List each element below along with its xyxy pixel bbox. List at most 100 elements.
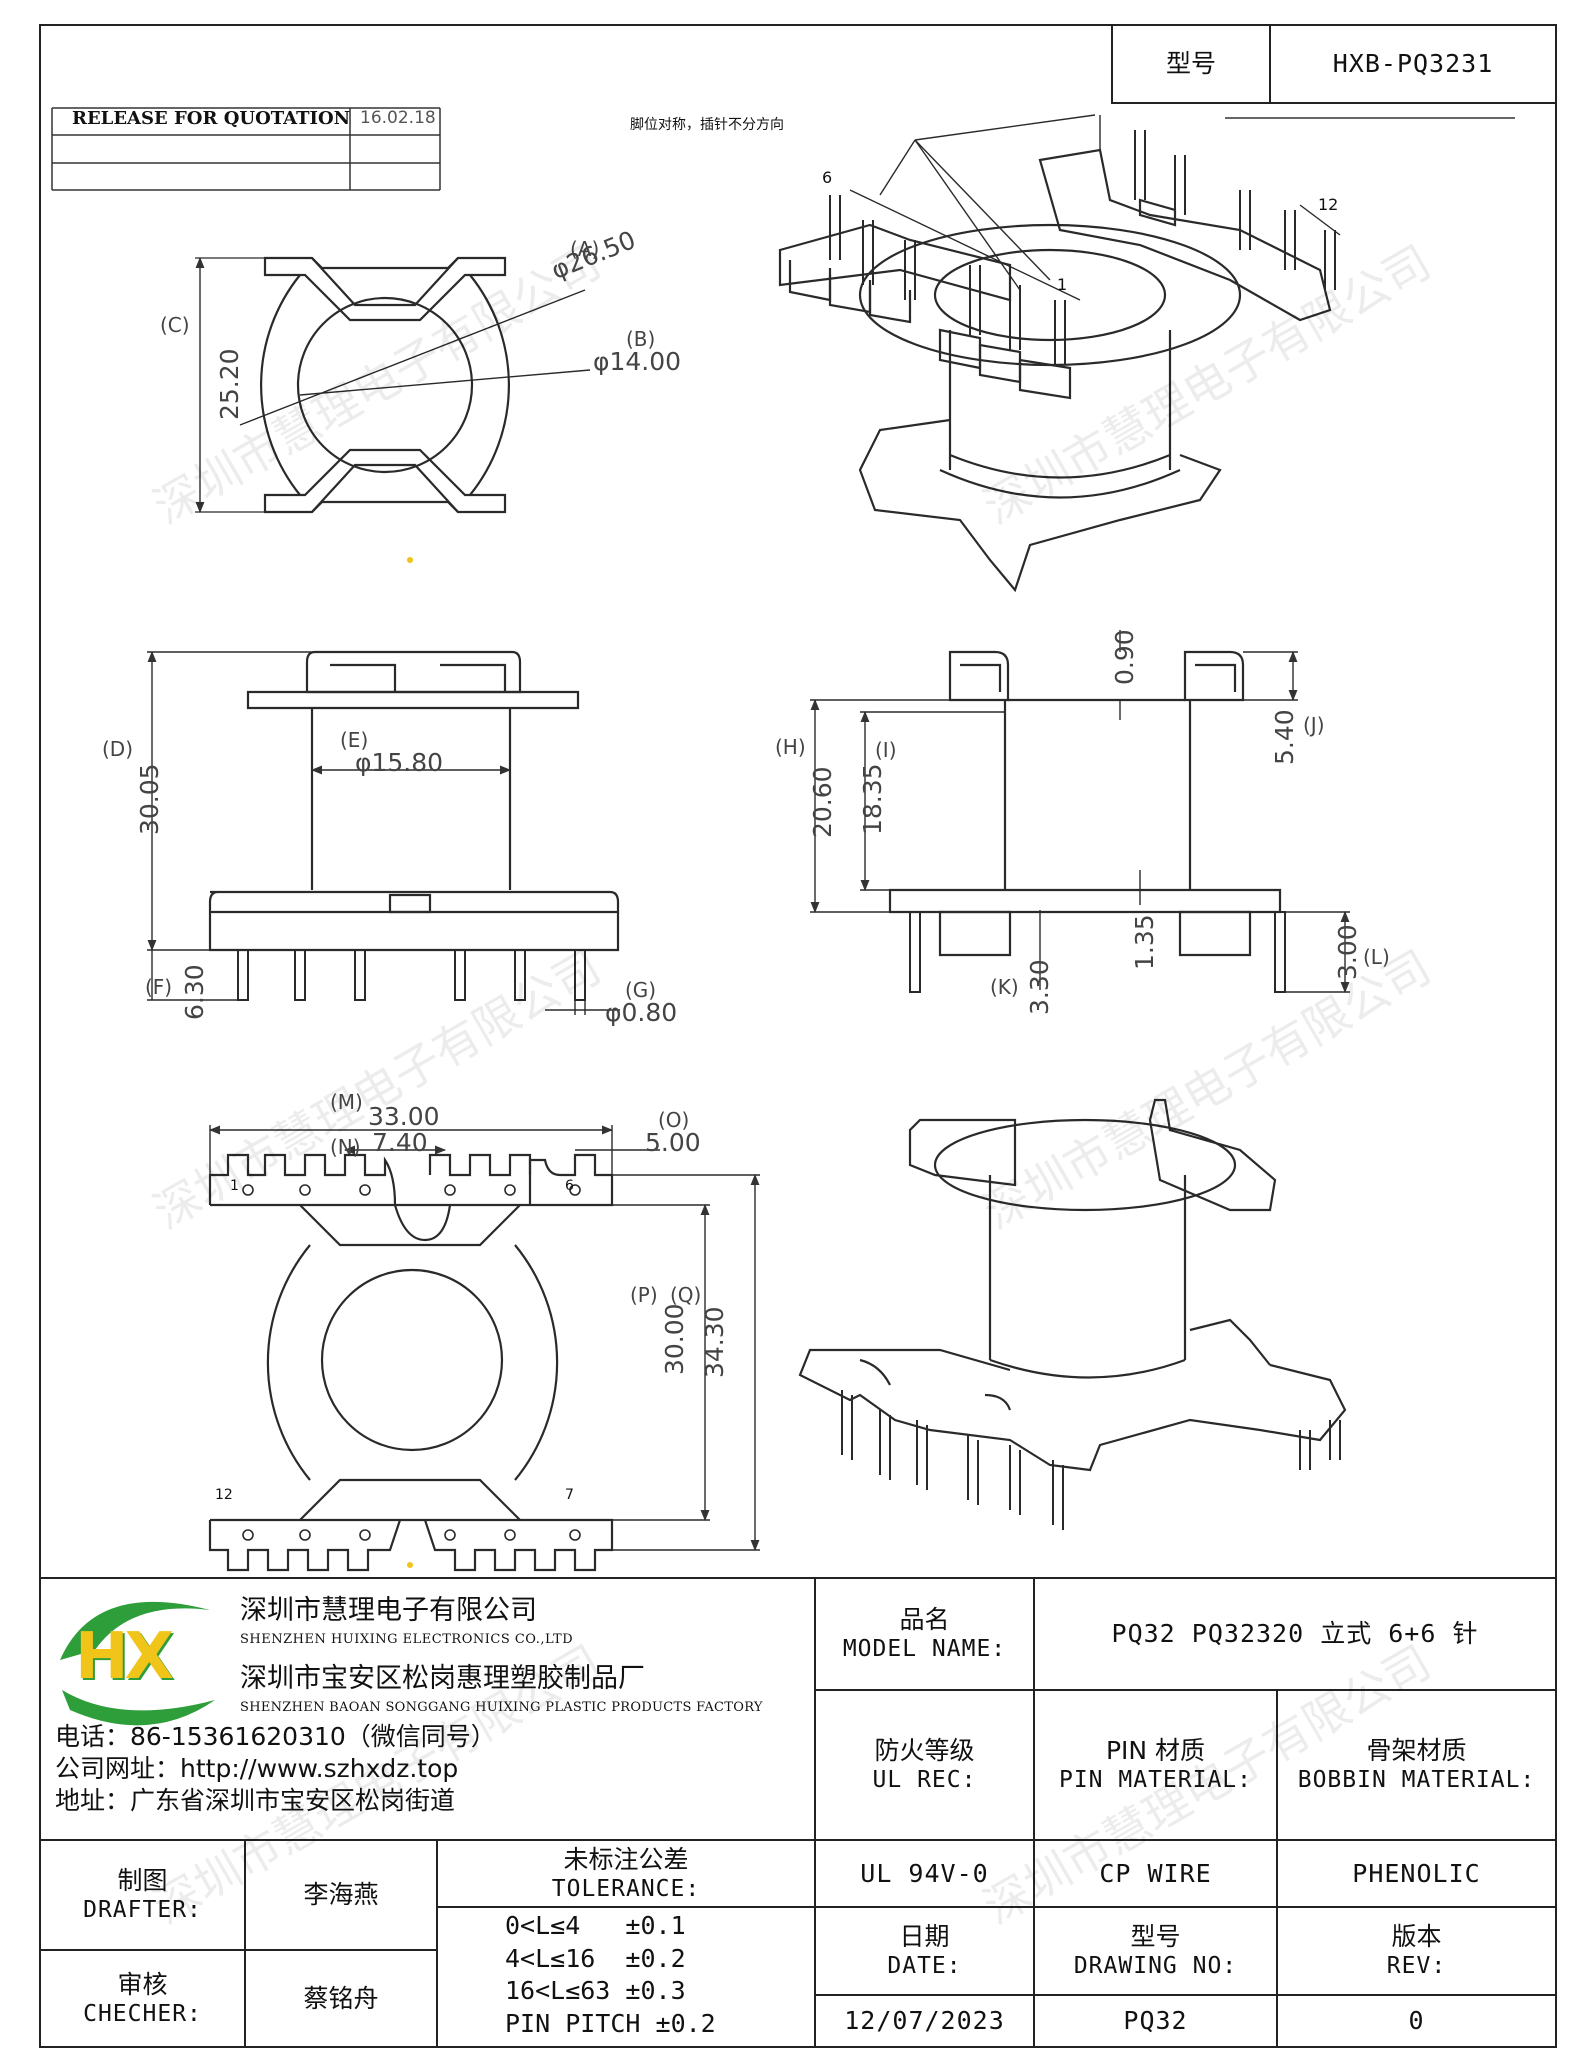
release-text: RELEASE FOR QUOTATION [72, 108, 351, 129]
model-box [1111, 24, 1557, 104]
dim-f-value: 6.30 [180, 964, 209, 1020]
tolerance-header: 未标注公差 TOLERANCE: [437, 1840, 815, 1907]
release-date: 16.02.18 [360, 108, 436, 128]
bottom-pin-12: 12 [215, 1487, 233, 1503]
dim-f-label: (F) [145, 975, 173, 999]
dim-p-value: 30.00 [660, 1303, 689, 1375]
checker-en: CHECHER: [83, 2000, 202, 2027]
isometric-view-bottom [798, 1098, 1347, 1530]
dim-k-value: 3.30 [1025, 959, 1054, 1015]
model-name-en: MODEL NAME: [842, 1636, 1007, 1663]
tolerance-row-2: 4<L≤16 ±0.2 [505, 1943, 686, 1973]
bottom-pin-7: 7 [565, 1487, 574, 1503]
tolerance-en: TOLERANCE: [551, 1875, 701, 1902]
model-name-value: PQ32 PQ32320 立式 6+6 针 [1111, 1619, 1479, 1649]
company-name-en: SHENZHEN HUIXING ELECTRONICS CO.,LTD [240, 1632, 574, 1647]
rev-en: REV: [1386, 1953, 1447, 1980]
pin-material-cn: PIN 材质 [1105, 1736, 1206, 1765]
dim-g-label: (G) [625, 978, 657, 1002]
front-view [147, 650, 620, 1015]
rev-cn: 版本 [1391, 1922, 1442, 1951]
release-table [51, 107, 441, 191]
drafter-header: 制图 DRAFTER: [40, 1840, 245, 1950]
company-phone: 电话：86-15361620310（微信同号） [55, 1722, 496, 1751]
ul-value: UL 94V-0 [860, 1858, 989, 1888]
dim-d-label: (D) [102, 737, 134, 761]
dim-d-value: 30.05 [135, 763, 164, 835]
dim-a-label: (A) [570, 237, 600, 261]
tolerance-row-3: 16<L≤63 ±0.3 [505, 1976, 686, 2005]
bobbin-material-cn: 骨架材质 [1366, 1736, 1467, 1765]
dim-q-value: 34.30 [700, 1306, 729, 1378]
dim-e-label: (E) [340, 728, 369, 752]
pin-material-value: CP WIRE [1099, 1858, 1212, 1888]
dim-p-label: (P) [630, 1283, 658, 1307]
dim-n-value: 7.40 [372, 1128, 428, 1157]
model-name-header: 品名 MODEL NAME: [815, 1578, 1034, 1690]
company-address: 地址：广东省深圳市宝安区松岗街道 [55, 1786, 456, 1815]
bottom-pin-1: 1 [230, 1178, 239, 1194]
isometric-view-top [778, 114, 1341, 593]
bobbin-material-header: 骨架材质 BOBBIN MATERIAL: [1277, 1690, 1556, 1840]
ul-rec-header: 防火等级 UL REC: [815, 1690, 1034, 1840]
checker-name: 蔡铭舟 [303, 1983, 379, 2013]
dim-j-label: (J) [1303, 713, 1325, 737]
tolerance-cn: 未标注公差 [563, 1844, 689, 1874]
pin-1-label: 1 [1057, 275, 1068, 294]
checker-cn: 审核 [117, 1969, 168, 1999]
drafter-name: 李海燕 [303, 1880, 379, 1910]
company-website[interactable]: 公司网址：http://www.szhxdz.top [55, 1754, 459, 1783]
drawing-no-cn: 型号 [1130, 1922, 1181, 1951]
tolerance-table: 0<L≤4 ±0.1 4<L≤16 ±0.2 16<L≤63 ±0.3 PIN … [505, 1910, 805, 2040]
date-en: DATE: [887, 1953, 962, 1980]
company-logo [60, 1601, 215, 1726]
title-block-grid [40, 1577, 1556, 2047]
date-header: 日期 DATE: [815, 1907, 1034, 1995]
dim-q-label: (Q) [670, 1283, 702, 1307]
dim-base-value: 1.35 [1130, 914, 1159, 970]
logo-text: HX [75, 1620, 174, 1694]
pin-6-label: 6 [822, 168, 833, 187]
drawing-no-value: PQ32 [1123, 2006, 1188, 2036]
dim-e-value: φ15.80 [355, 748, 444, 777]
dim-o-value: 5.00 [645, 1128, 701, 1157]
checker-header: 审核 CHECHER: [40, 1950, 245, 2047]
sheet-border [39, 24, 1557, 2048]
dim-m-label: (M) [330, 1090, 363, 1114]
tolerance-row-1: 0<L≤4 ±0.1 [505, 1911, 686, 1940]
dim-j-value: 5.40 [1270, 709, 1299, 765]
top-section-view [195, 256, 591, 514]
model-value: HXB-PQ3231 [1332, 49, 1494, 79]
dim-b-label: (B) [626, 327, 656, 351]
bobbin-material-en: BOBBIN MATERIAL: [1297, 1767, 1536, 1794]
ul-rec-en: UL REC: [872, 1767, 977, 1794]
drafter-cn: 制图 [117, 1866, 168, 1895]
pin-material-en: PIN MATERIAL: [1058, 1767, 1252, 1794]
rev-value: 0 [1408, 2006, 1425, 2036]
dim-c-label: (C) [160, 313, 190, 337]
pin-12-label: 12 [1318, 195, 1339, 214]
rev-header: 版本 REV: [1277, 1907, 1556, 1995]
date-cn: 日期 [899, 1922, 950, 1951]
model-label: 型号 [1165, 49, 1216, 79]
model-name-cn: 品名 [899, 1605, 950, 1634]
dim-l-value: 3.00 [1333, 924, 1362, 980]
dim-h-value: 20.60 [808, 766, 837, 838]
dim-h-label: (H) [775, 735, 806, 759]
bottom-view [208, 1125, 760, 1572]
dim-i-label: (I) [875, 738, 897, 762]
dim-o-label: (O) [658, 1108, 690, 1132]
dim-c-value: 25.20 [215, 348, 244, 420]
bottom-pin-6: 6 [565, 1178, 574, 1194]
dim-n-label: (N) [330, 1135, 361, 1159]
company-name-cn: 深圳市慧理电子有限公司 [240, 1595, 537, 1626]
dim-m-value: 33.00 [368, 1102, 440, 1131]
side-view [810, 630, 1350, 994]
pin-material-header: PIN 材质 PIN MATERIAL: [1034, 1690, 1277, 1840]
dim-k-label: (K) [990, 975, 1019, 999]
dim-i-value: 18.35 [858, 763, 887, 835]
factory-name-cn: 深圳市宝安区松岗惠理塑胶制品厂 [240, 1663, 645, 1694]
factory-name-en: SHENZHEN BAOAN SONGGANG HUIXING PLASTIC … [240, 1700, 763, 1715]
